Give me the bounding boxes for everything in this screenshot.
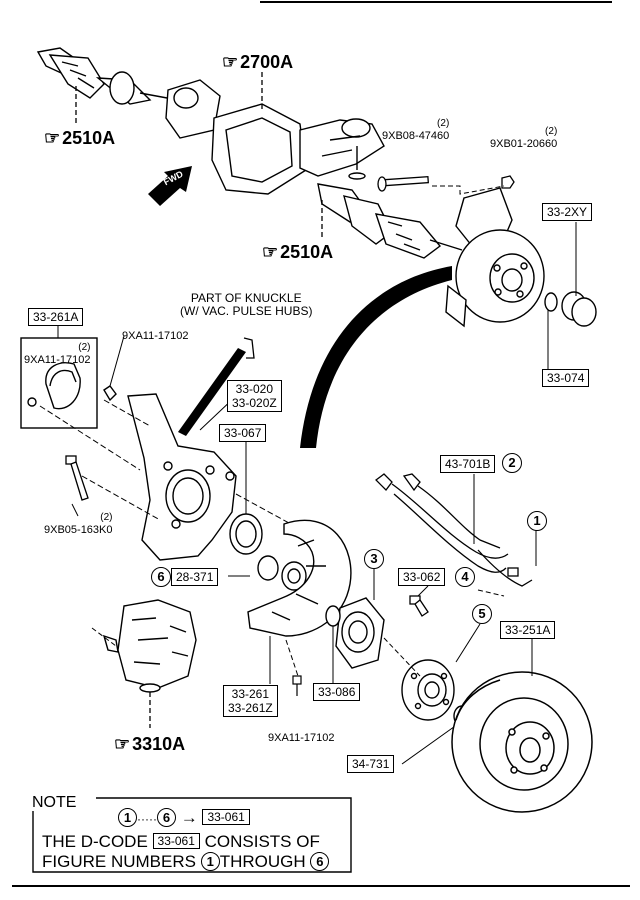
figure-number-6[interactable]: 6 [151,567,171,587]
big-curved-arrow [300,266,452,448]
pointing-hand-icon: ☞ [44,128,61,148]
brake-disc[interactable] [451,671,593,813]
bolt-9XA11-17102-shield[interactable] [292,675,302,696]
dcode-34-731[interactable]: 34-731 [347,755,395,773]
brake-caliper[interactable] [102,599,197,693]
qty: (2) [100,512,113,523]
part-33-067-seal[interactable] [229,513,263,555]
pn-code: 9XA11-17102 [24,354,91,366]
note-title: NOTE [28,795,81,811]
bolt-9XB08-47460[interactable] [377,175,429,192]
note-range-dots: ····· [137,812,157,826]
part-33-074-seal[interactable] [544,292,558,312]
note-range-to: 6 [156,808,176,827]
dcode-33-020[interactable]: 33-020 33-020Z [227,380,282,412]
right-driveshaft[interactable] [317,183,463,259]
reference-2700A[interactable]: ☞2700A [222,52,293,72]
pointing-hand-icon: ☞ [262,242,279,262]
dcode-line: 33-261Z [228,701,273,715]
pn-bolt-shield[interactable]: 9XA11-17102 [268,732,335,744]
frame-33-261A [20,337,98,429]
note-text: THE D-CODE [42,832,148,851]
bolt-9XB05-163K0[interactable] [65,455,89,501]
dcode-line: 33-261 [231,687,270,701]
note-code-inline: 33-061 [152,833,200,849]
dcode-33-067[interactable]: 33-067 [219,424,267,442]
part-28-371-bearing[interactable] [257,555,307,591]
dcode-33-2XY[interactable]: 33-2XY [542,203,593,221]
pointing-hand-icon: ☞ [114,734,131,754]
figure-number-2[interactable]: 2 [502,453,522,473]
snap-ring[interactable] [325,605,341,627]
qty: (2) [78,342,91,353]
figure-number-4[interactable]: 4 [455,567,475,587]
dcode-33-086[interactable]: 33-086 [313,683,361,701]
reference-label: 2510A [62,128,116,148]
reference-label: 3310A [132,734,186,754]
reference-label: 2700A [240,52,294,72]
note-text: FIGURE NUMBERS [42,852,196,871]
note-range-line: 1·····6 → 33-061 [118,808,250,829]
vac-pulse-fitting [243,337,255,359]
part-33-086-hub-bearing[interactable] [335,597,385,669]
fwd-arrow [148,166,192,206]
dcode-line: 33-020 [235,382,274,396]
steering-knuckle[interactable] [103,385,237,561]
note-range-from: 1 [118,808,137,827]
knuckle-pointer-arrow [178,348,246,436]
dcode-33-074[interactable]: 33-074 [542,369,590,387]
pn-bolt-sensor[interactable]: (2) 9XA11-17102 [24,342,90,366]
note-line-2: THE D-CODE 33-061 CONSISTS OF [42,832,320,852]
pn-bolt-top[interactable]: (2) 9XB08-47460 [382,118,449,142]
reference-2510A-mid[interactable]: ☞2510A [262,242,333,262]
note-figure-from: 1 [200,852,220,871]
dcode-28-371[interactable]: 28-371 [171,568,219,586]
dcode-33-261A[interactable]: 33-261A [28,308,84,326]
note-text: THROUGH [219,852,306,871]
differential-assembly[interactable] [165,79,385,195]
note-code: 33-061 [202,809,250,825]
dcode-43-701B[interactable]: 43-701B [440,455,496,473]
caption-line: (W/ VAC. PULSE HUBS) [180,304,313,318]
qty: (2) [437,118,450,129]
wheel-hub[interactable] [401,659,455,721]
knuckle-hub-top[interactable] [445,187,545,328]
figure-number-3[interactable]: 3 [364,549,384,569]
figure-number-5[interactable]: 5 [472,604,492,624]
note-figure-to: 6 [310,852,330,871]
knuckle-caption: PART OF KNUCKLE (W/ VAC. PULSE HUBS) [180,292,312,318]
reference-2510A-left[interactable]: ☞2510A [44,128,115,148]
abs-sensor-ring[interactable] [27,362,81,410]
pn-nut-top[interactable]: (2) 9XB01-20660 [490,126,557,150]
part-33-2XY-bushing[interactable] [561,291,597,327]
reference-label: 2510A [280,242,334,262]
pn-code: 9XB01-20660 [490,138,558,150]
dust-shield[interactable] [247,519,352,637]
arrow-right-icon: → [180,808,198,827]
qty: (2) [545,126,558,137]
pn-code: 9XB08-47460 [382,130,450,142]
pn-bolt-caliper[interactable]: (2) 9XB05-163K0 [44,512,113,536]
leader-bolt-nut [432,185,505,195]
dcode-33-261[interactable]: 33-261 33-261Z [223,685,278,717]
pn-bolt-knuckle[interactable]: 9XA11-17102 [122,330,189,342]
dcode-33-251A[interactable]: 33-251A [500,621,556,639]
abs-sensor-cable[interactable] [375,473,533,587]
dcode-33-062[interactable]: 33-062 [398,568,446,586]
caption-line: PART OF KNUCKLE [190,291,302,305]
pn-code: 9XB05-163K0 [44,524,113,536]
figure-number-1[interactable]: 1 [527,511,547,531]
part-33-062-bolt[interactable] [409,595,429,617]
note-text: CONSISTS OF [204,832,320,851]
pointing-hand-icon: ☞ [222,52,239,72]
left-driveshaft[interactable] [36,47,179,105]
reference-3310A[interactable]: ☞3310A [114,734,185,754]
dcode-line: 33-020Z [232,396,277,410]
nut-9XB01-20660[interactable] [501,175,515,189]
